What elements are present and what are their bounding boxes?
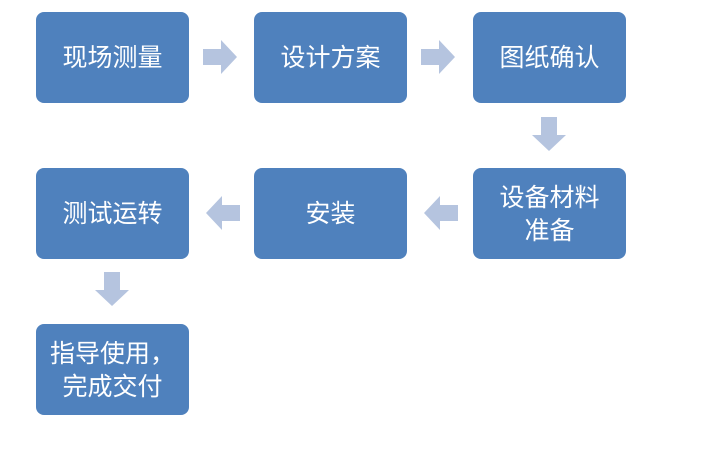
step-equipment-materials: 设备材料准备: [473, 168, 626, 259]
step-design-plan: 设计方案: [254, 12, 407, 103]
step-label: 测试运转: [62, 199, 163, 228]
arrow-left-icon: [424, 196, 458, 230]
step-test-run: 测试运转: [36, 168, 189, 259]
step-drawing-confirmation: 图纸确认: [473, 12, 626, 103]
step-label: 设备材料准备: [499, 182, 600, 245]
arrow-right-icon: [421, 40, 455, 74]
arrow-right-icon: [203, 40, 237, 74]
step-label: 安装: [305, 199, 356, 228]
arrow-left-icon: [206, 196, 240, 230]
arrow-down-icon: [95, 272, 129, 306]
step-label: 指导使用，完成交付: [49, 338, 175, 401]
step-label: 设计方案: [280, 43, 381, 72]
step-label: 现场测量: [62, 43, 163, 72]
step-installation: 安装: [254, 168, 407, 259]
step-label: 图纸确认: [499, 43, 600, 72]
step-site-survey: 现场测量: [36, 12, 189, 103]
arrow-down-icon: [532, 117, 566, 151]
step-guidance-delivery: 指导使用，完成交付: [36, 324, 189, 415]
